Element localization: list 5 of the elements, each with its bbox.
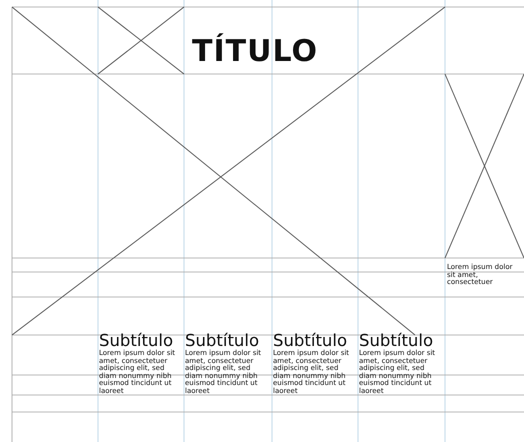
subtitle: Subtítulo [99, 332, 174, 350]
subtitle: Subtítulo [273, 332, 348, 350]
subtitle: Subtítulo [185, 332, 260, 350]
title: TÍTULO [191, 34, 319, 69]
subtitle: Subtítulo [359, 332, 434, 350]
